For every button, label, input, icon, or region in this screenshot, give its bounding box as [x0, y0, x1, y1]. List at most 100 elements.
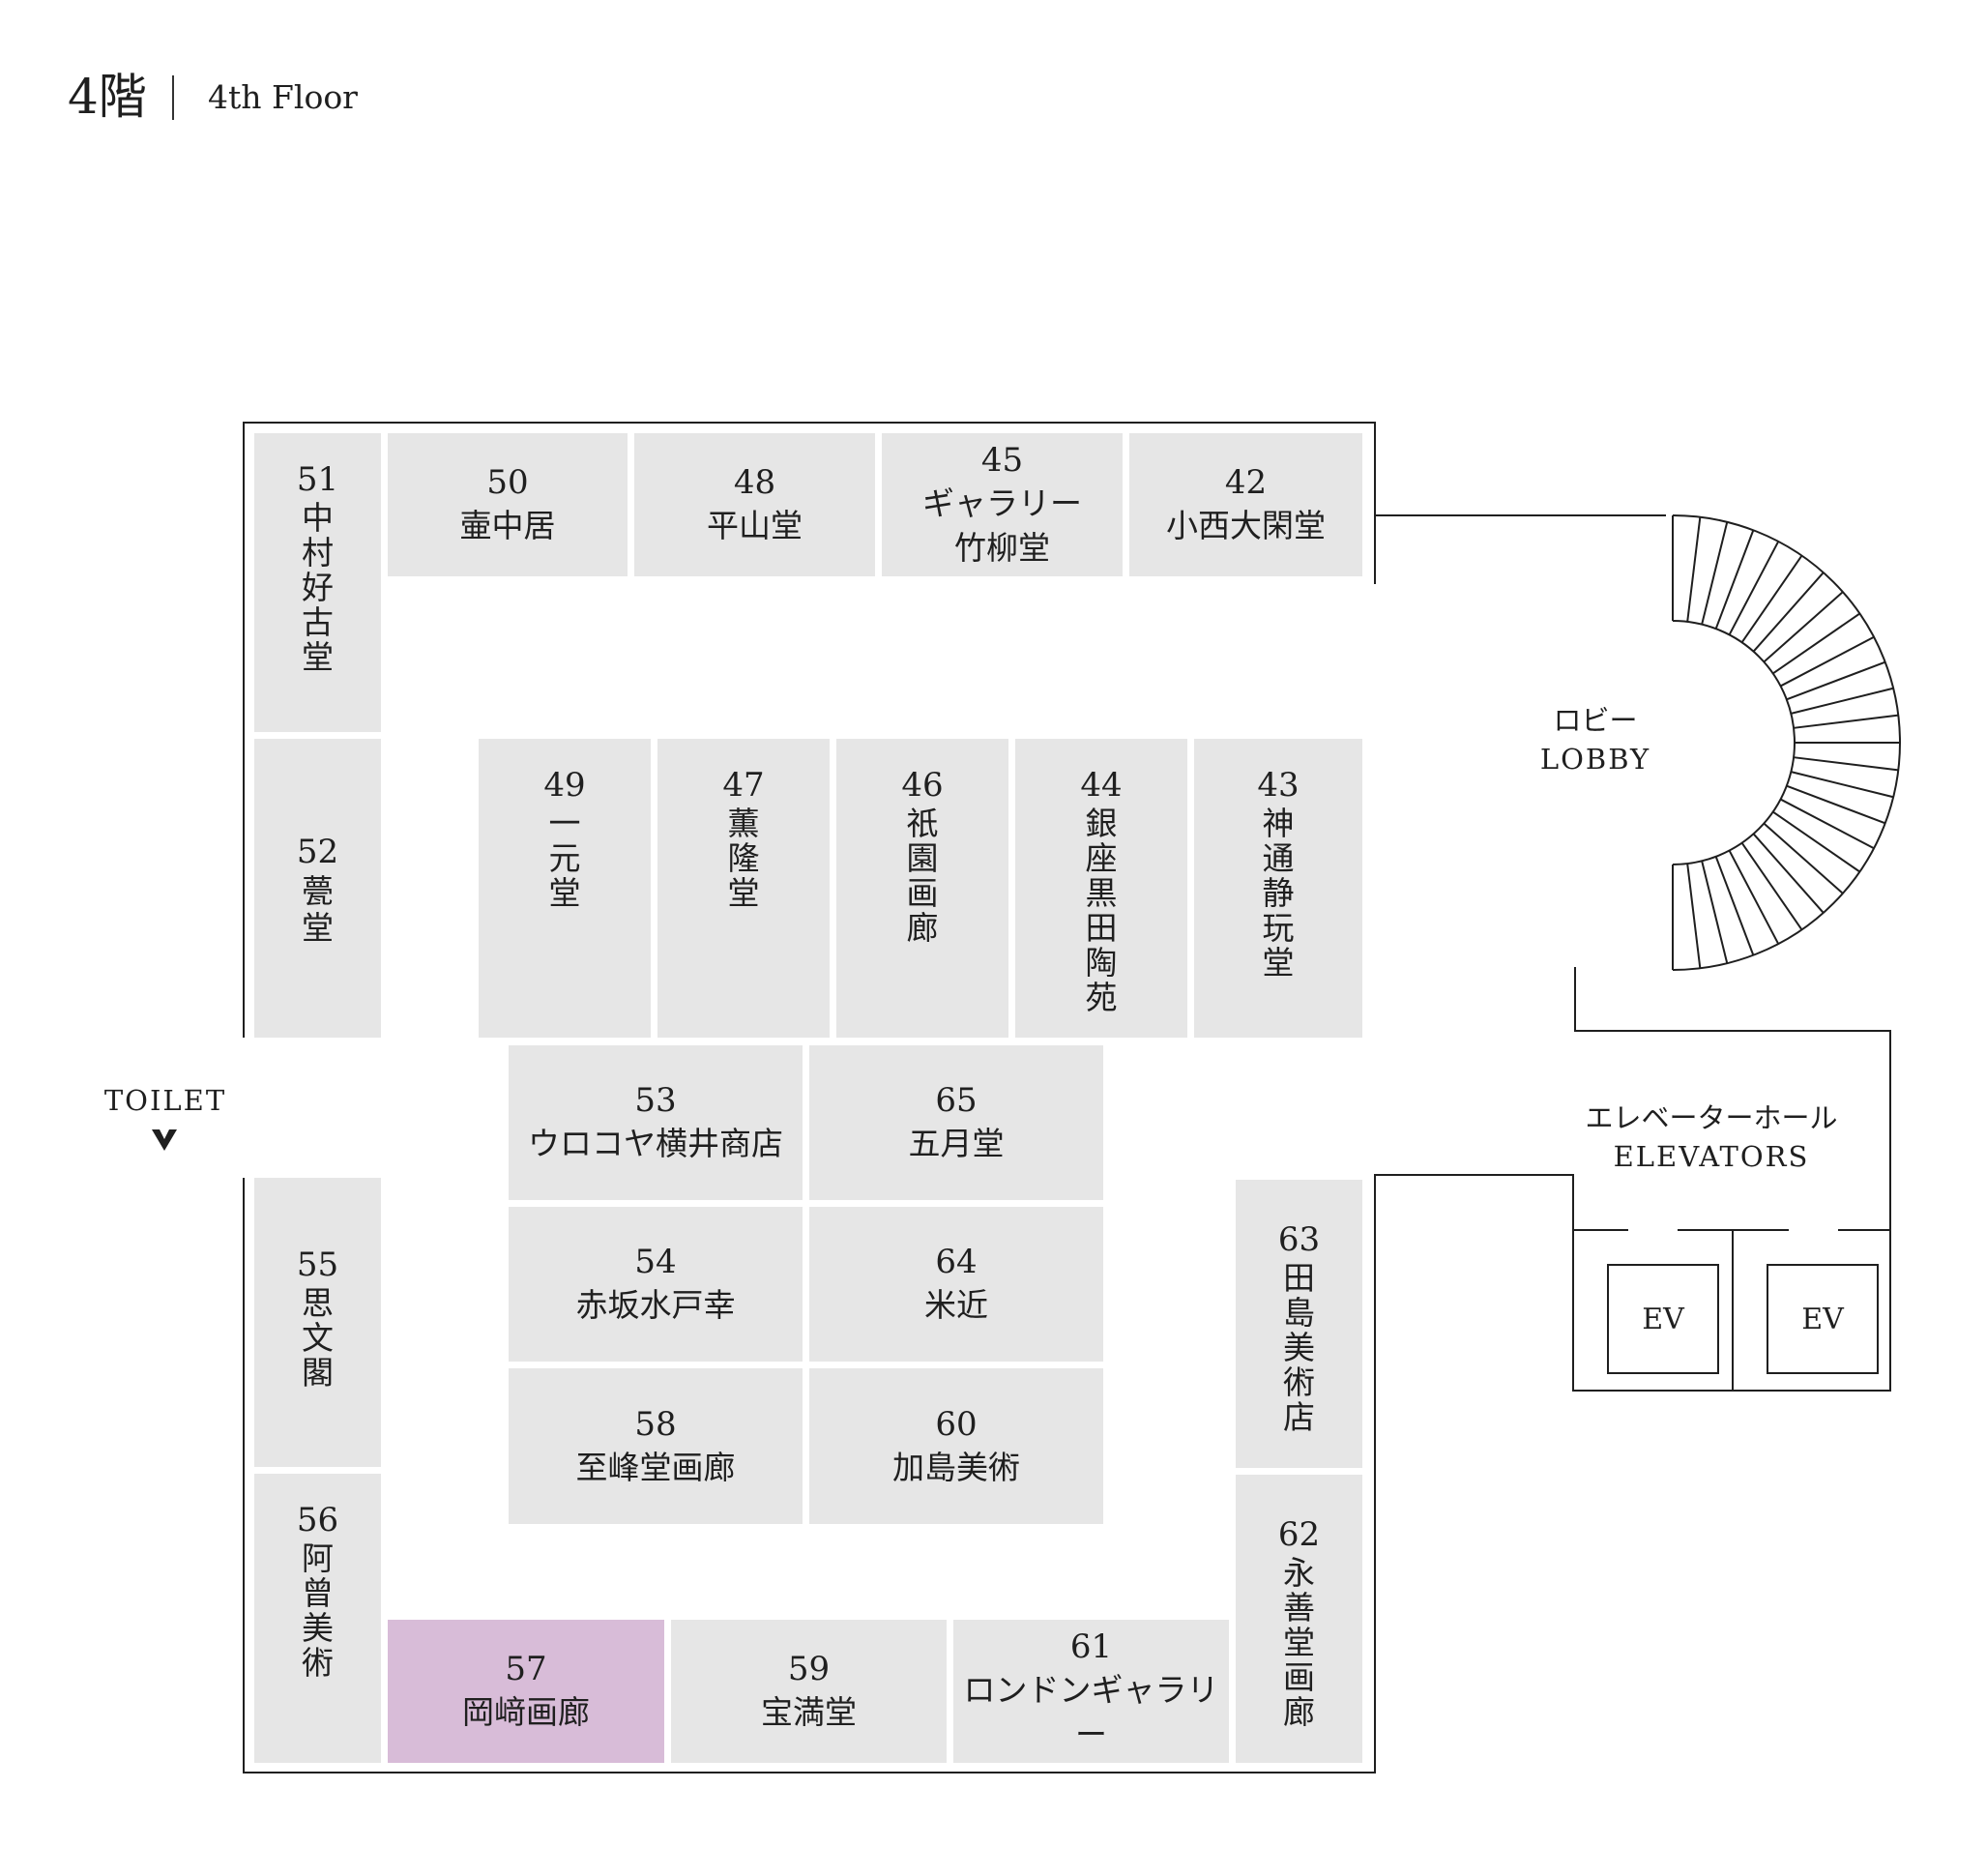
booth-number: 52: [296, 832, 339, 871]
elevator-hall-label-en: ELEVATORS: [1613, 1140, 1810, 1173]
booth-name: 阿曾美術: [302, 1539, 334, 1682]
stair-step: [1728, 541, 1780, 635]
stair-step: [1740, 555, 1803, 643]
wall-bottom: [243, 1772, 1376, 1773]
elevator-2-label: EV: [1801, 1302, 1844, 1336]
booth-name: 五月堂: [908, 1125, 1005, 1162]
wall-elevator-divider: [1732, 1230, 1734, 1392]
booth-53[interactable]: 53 ウロコヤ横井商店: [509, 1045, 803, 1200]
elevator-hall-label: エレベーターホール ELEVATORS: [1566, 1099, 1856, 1176]
stair-step: [1772, 810, 1860, 873]
booth-name: 永善堂画廊: [1283, 1554, 1315, 1731]
booth-43[interactable]: 43 神通静玩堂: [1194, 739, 1362, 1038]
booth-name: 田島美術店: [1283, 1259, 1315, 1436]
wall-top: [243, 422, 1376, 424]
booth-59[interactable]: 59 宝満堂: [671, 1620, 947, 1763]
stair-step: [1791, 771, 1894, 799]
booth-50[interactable]: 50 壷中居: [388, 433, 628, 576]
booth-61[interactable]: 61 ロンドンギャラリー: [953, 1620, 1229, 1763]
stair-step: [1763, 822, 1844, 894]
booth-number: 58: [634, 1404, 677, 1444]
wall-lobby-top: [1374, 514, 1666, 516]
booth-number: 59: [787, 1650, 831, 1688]
stair-step: [1780, 635, 1875, 688]
wall-left-upper: [243, 422, 245, 1038]
stair-step: [1740, 842, 1803, 930]
wall-right-upper: [1374, 422, 1376, 584]
booth-name: 米近: [924, 1286, 988, 1324]
elevator-2[interactable]: EV: [1767, 1264, 1879, 1374]
booth-name: 壷中居: [459, 507, 556, 544]
booth-number: 61: [1069, 1627, 1113, 1666]
booth-44[interactable]: 44 銀座 黒田陶苑: [1015, 739, 1187, 1038]
stair-step: [1686, 863, 1702, 969]
booth-51[interactable]: 51 中村好古堂: [254, 433, 381, 732]
booth-49[interactable]: 49 一元堂: [479, 739, 651, 1038]
booth-number: 63: [1277, 1220, 1321, 1259]
booth-52[interactable]: 52 甍堂: [254, 739, 381, 1038]
lobby-label: ロビー LOBBY: [1508, 701, 1682, 778]
booth-55[interactable]: 55 思文閣: [254, 1178, 381, 1467]
booth-number: 57: [505, 1650, 547, 1688]
booth-62[interactable]: 62 永善堂画廊: [1236, 1475, 1362, 1763]
booth-65[interactable]: 65 五月堂: [809, 1045, 1103, 1200]
booth-number: 62: [1277, 1515, 1321, 1554]
ev-door-segment-1: [1574, 1229, 1628, 1231]
booth-number: 51: [296, 460, 339, 499]
stair-step: [1701, 861, 1729, 964]
booth-56[interactable]: 56 阿曾美術: [254, 1474, 381, 1763]
wall-right-lower: [1374, 1176, 1376, 1773]
booth-48[interactable]: 48 平山堂: [634, 433, 875, 576]
stair-step: [1752, 572, 1825, 653]
booth-54[interactable]: 54 赤坂水戸幸: [509, 1207, 803, 1362]
toilet-label: TOILET: [93, 1081, 238, 1120]
stair-step: [1752, 833, 1825, 914]
elevator-hall-label-jp: エレベーターホール: [1585, 1101, 1838, 1134]
booth-42[interactable]: 42 小西大閑堂: [1129, 433, 1362, 576]
booth-45[interactable]: 45 ギャラリー 竹柳堂: [882, 433, 1123, 576]
stair-step: [1786, 784, 1886, 825]
floor-title-en: 4th Floor: [208, 78, 358, 116]
stair-step: [1786, 660, 1886, 701]
stair-step: [1686, 516, 1702, 623]
wall-elevator-left: [1572, 1174, 1574, 1392]
stair-step: [1714, 856, 1755, 956]
booth-57[interactable]: 57 岡﨑画廊: [388, 1620, 664, 1763]
down-arrow-icon: [152, 1129, 177, 1151]
booth-number: 65: [935, 1081, 978, 1120]
stair-step: [1793, 714, 1899, 729]
booth-number: 43: [1257, 766, 1300, 805]
booth-name: 甍堂: [302, 871, 334, 947]
booth-name: ロンドンギャラリー: [963, 1671, 1219, 1753]
booth-47[interactable]: 47 薫隆堂: [657, 739, 830, 1038]
booth-name: 一元堂: [548, 805, 581, 912]
booth-name: 中村好古堂: [302, 499, 334, 676]
booth-64[interactable]: 64 米近: [809, 1207, 1103, 1362]
stair-step: [1714, 529, 1755, 630]
booth-63[interactable]: 63 田島美術店: [1236, 1180, 1362, 1468]
booth-60[interactable]: 60 加島美術: [809, 1368, 1103, 1524]
booth-name: 祇園画廊: [906, 805, 939, 947]
booth-number: 56: [296, 1501, 339, 1539]
stair-step: [1780, 798, 1875, 850]
booth-name: 銀座 黒田陶苑: [1085, 805, 1118, 1016]
booth-name: 赤坂水戸幸: [575, 1286, 736, 1324]
ev-door-segment-3: [1838, 1229, 1891, 1231]
elevator-1[interactable]: EV: [1607, 1264, 1719, 1374]
booth-number: 49: [543, 766, 586, 805]
title-divider: [172, 75, 174, 120]
stair-step: [1728, 850, 1780, 945]
stair-step: [1793, 756, 1899, 772]
elevator-1-label: EV: [1642, 1302, 1684, 1336]
booth-46[interactable]: 46 祇園画廊: [836, 739, 1008, 1038]
ev-door-segment-2: [1678, 1229, 1789, 1231]
booth-name: 思文閣: [302, 1284, 334, 1392]
stair-step: [1763, 591, 1844, 663]
stair-step: [1772, 612, 1860, 675]
wall-lobby-bottom: [1374, 1174, 1574, 1176]
booth-name: 加島美術: [892, 1448, 1020, 1486]
booth-58[interactable]: 58 至峰堂画廊: [509, 1368, 803, 1524]
lobby-label-en: LOBBY: [1539, 743, 1651, 776]
wall-elevator-right: [1889, 1030, 1891, 1392]
